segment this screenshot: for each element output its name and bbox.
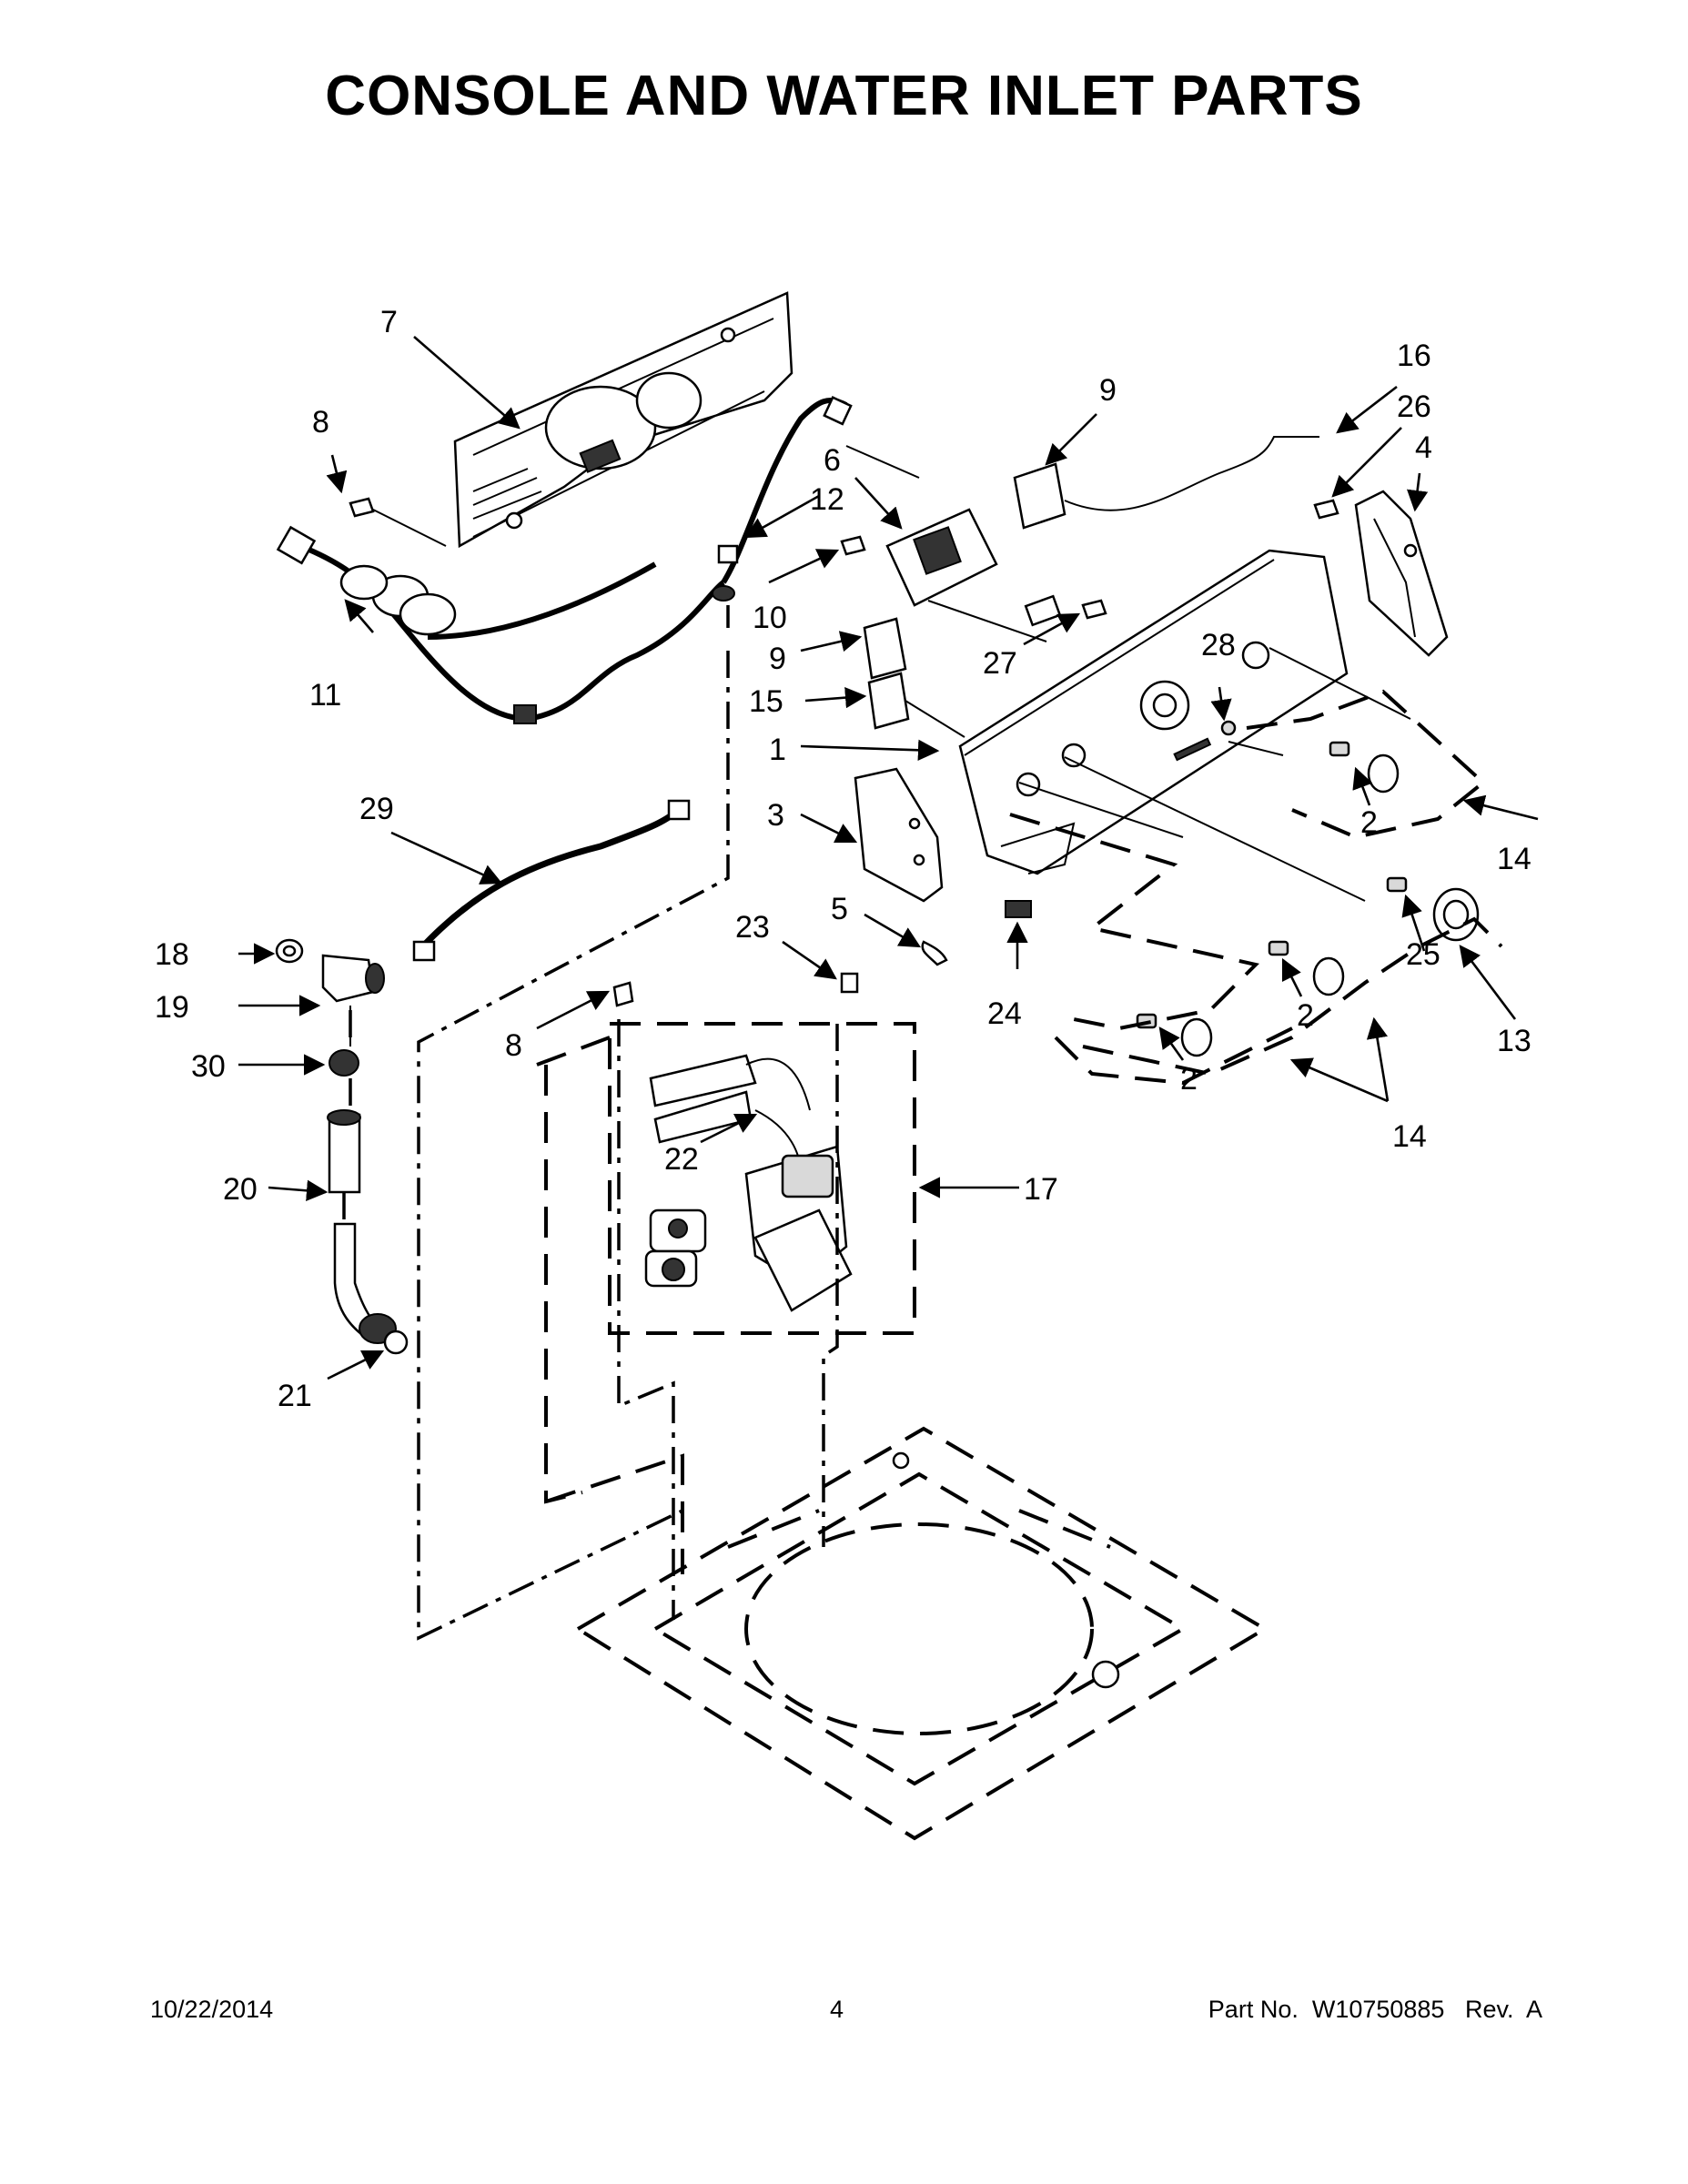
end-cap-right: [1354, 490, 1449, 657]
part-leader-lines: [372, 445, 1411, 902]
callout-21: 21: [278, 1379, 312, 1413]
callout-10: 10: [753, 601, 787, 635]
callout-15: 15: [749, 684, 783, 719]
footer-date: 10/22/2014: [150, 1996, 274, 2023]
callout-22: 22: [664, 1142, 699, 1177]
callout-labels: 7 8 6 12 9 16 26 4 10 9 27 28 15 11 1 3 …: [155, 305, 1531, 1413]
callout-14a: 14: [1497, 842, 1531, 876]
callout-6: 6: [824, 443, 841, 478]
console-panel: [958, 549, 1349, 875]
callout-5: 5: [831, 892, 848, 926]
valve-bracket-lines: [536, 1036, 684, 1574]
callout-27: 27: [983, 646, 1017, 681]
callout-17: 17: [1024, 1172, 1058, 1207]
callout-14b: 14: [1392, 1119, 1427, 1154]
footer-part-number: Part No. W10750885 Rev. A: [1208, 1996, 1542, 2023]
water-valve-assembly: [608, 1022, 916, 1335]
knob-assembly-lines: [1009, 689, 1503, 1086]
part-24-clip: [1005, 900, 1032, 918]
callout-4: 4: [1415, 430, 1432, 465]
callout-2c: 2: [1180, 1062, 1198, 1097]
callout-30: 30: [191, 1049, 226, 1084]
callout-2a: 2: [1360, 805, 1378, 840]
callout-13: 13: [1497, 1024, 1531, 1058]
end-cap-left: [854, 767, 948, 966]
callout-20: 20: [223, 1172, 258, 1207]
callout-12: 12: [810, 482, 844, 517]
callout-24: 24: [987, 996, 1022, 1031]
callout-28: 28: [1201, 628, 1236, 662]
callout-19: 19: [155, 990, 189, 1025]
callout-8b: 8: [505, 1028, 522, 1063]
footer-page-number: 4: [830, 1996, 844, 2023]
callout-arrows: [238, 336, 1539, 1380]
callout-1: 1: [769, 733, 786, 767]
assembly-lines: [342, 605, 839, 1641]
top-cover: [574, 1426, 1269, 1841]
callout-11: 11: [309, 678, 341, 713]
callout-16: 16: [1397, 339, 1431, 373]
callout-23: 23: [735, 910, 770, 945]
callout-3: 3: [767, 798, 784, 833]
knobs: [1136, 741, 1480, 1057]
page-title: CONSOLE AND WATER INLET PARTS: [325, 65, 1363, 127]
callout-29: 29: [359, 792, 394, 826]
wire-harness: [412, 799, 691, 962]
callout-18: 18: [155, 937, 189, 972]
callout-7: 7: [380, 305, 398, 339]
inlet-hose-parts: [275, 938, 409, 1355]
callout-8: 8: [312, 405, 329, 440]
callout-9b: 9: [769, 642, 786, 676]
screws: [349, 497, 1339, 1007]
callout-9: 9: [1099, 373, 1117, 408]
power-cord: [276, 396, 853, 724]
callout-25: 25: [1406, 937, 1440, 972]
callout-26: 26: [1397, 389, 1431, 424]
control-boards: [863, 436, 1319, 730]
console-rear-panel: [453, 291, 793, 549]
callout-2b: 2: [1297, 998, 1314, 1033]
